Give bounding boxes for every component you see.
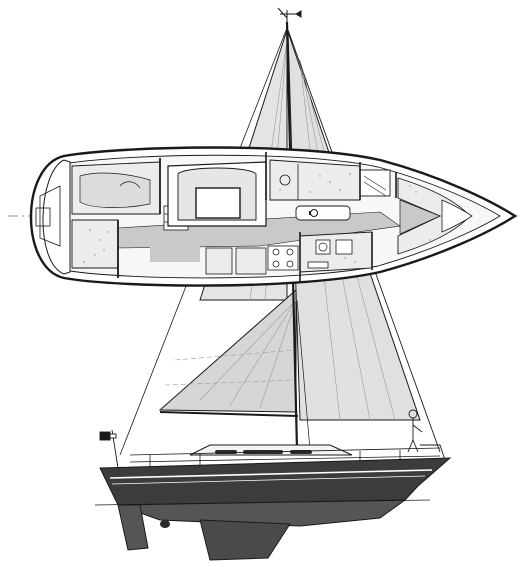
mast-step bbox=[310, 209, 318, 217]
cushion-stipple bbox=[83, 173, 431, 263]
lifelines bbox=[129, 447, 441, 468]
waterline bbox=[94, 499, 431, 506]
hull-topsides bbox=[99, 457, 452, 506]
mainsail bbox=[158, 288, 297, 413]
saloon-table bbox=[295, 205, 351, 221]
stern-cockpit bbox=[42, 159, 71, 275]
accommodation-plan bbox=[8, 146, 522, 287]
chain-locker bbox=[441, 199, 473, 233]
hull-profile bbox=[94, 409, 452, 561]
boom bbox=[159, 411, 299, 417]
rudder bbox=[117, 504, 149, 551]
stern-flag bbox=[99, 429, 119, 469]
cockpit-hatch bbox=[195, 187, 241, 219]
galley bbox=[205, 245, 299, 275]
bulkheads bbox=[265, 152, 397, 282]
saloon-settee-stbd bbox=[269, 159, 361, 201]
bow-figure bbox=[407, 409, 446, 461]
masthead-vane bbox=[277, 7, 302, 28]
fin-keel bbox=[199, 519, 291, 561]
